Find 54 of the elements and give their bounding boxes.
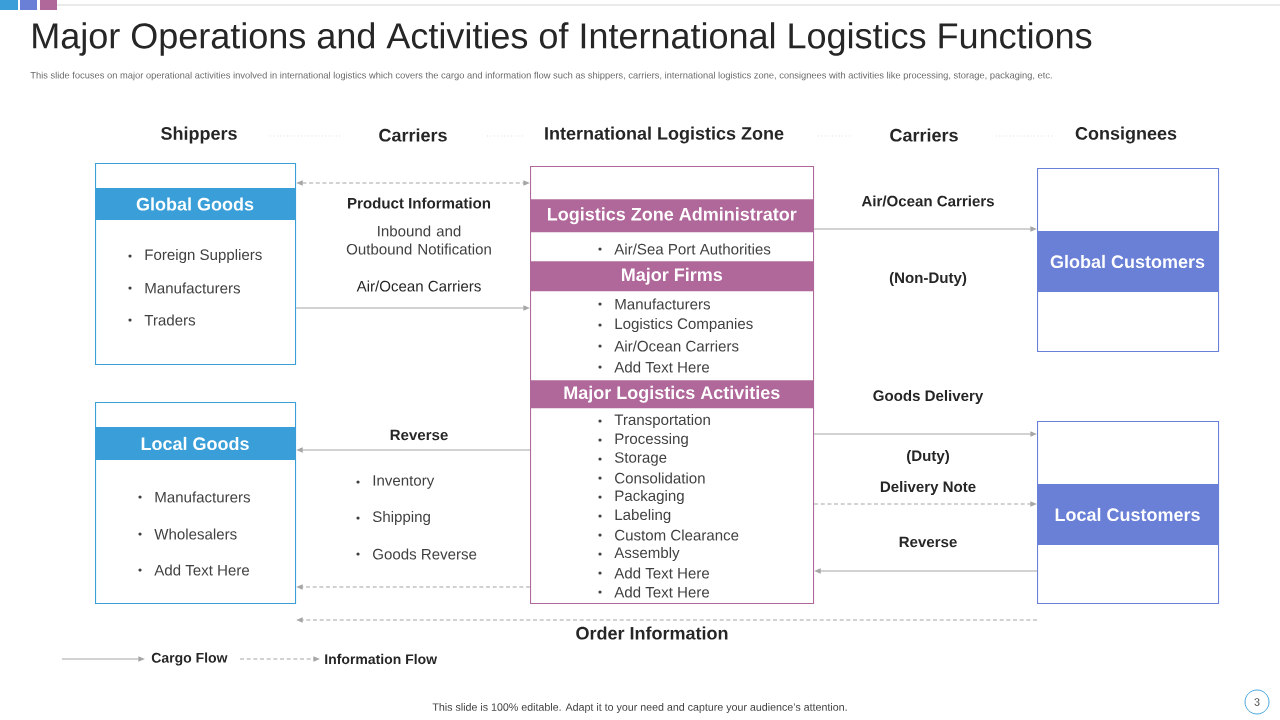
- list-item: Inventory: [356, 475, 435, 489]
- list-item: Transportation: [598, 413, 710, 428]
- page-number: 3: [1244, 689, 1270, 715]
- edge-label: Goods Delivery: [871, 388, 985, 406]
- list-item: Manufacturers: [128, 282, 240, 294]
- section-band: Major Logistics Activities: [530, 380, 814, 409]
- list-item: Packaging: [598, 489, 684, 504]
- slide-title: Major Operations and Activities of International Logistics Functions: [33, 22, 1092, 56]
- panel-box: [530, 166, 815, 605]
- column-heading: International Logistics Zone: [545, 126, 784, 144]
- subtitle: This slide focuses on major operational activities involved in international logistics which covers the cargo and information flow such as shippers, carriers, international logistics zone, consignees with activities like processing, storage, packaging, etc.: [30, 71, 1052, 81]
- list-item: Wholesalers: [138, 528, 237, 540]
- section-band: Logistics Zone Administrator: [530, 199, 814, 233]
- edge-label: Reverse: [897, 535, 959, 549]
- note-text: (Duty): [907, 449, 949, 464]
- column-heading: Carriers: [379, 128, 447, 142]
- legend-item: Information Flow: [239, 653, 438, 665]
- note-text: Inbound and Outbound Notification: [346, 225, 491, 255]
- edge-label: Product Information: [345, 196, 493, 210]
- list-item: Add Text Here: [138, 564, 250, 576]
- list-item: Air/Ocean Carriers: [598, 340, 739, 352]
- column-heading: Shippers: [161, 126, 237, 144]
- edge-label: Delivery Note: [878, 479, 978, 497]
- list-item: Manufacturers: [138, 491, 250, 503]
- header-band: Global Goods: [95, 188, 295, 220]
- list-item: Assembly: [598, 546, 680, 561]
- header-band: Local Customers: [1037, 484, 1218, 545]
- list-item: Foreign Suppliers: [128, 248, 262, 263]
- list-item: Manufacturers: [598, 298, 710, 310]
- list-item: Processing: [598, 432, 688, 447]
- edge-label: Air/Ocean Carriers: [860, 194, 996, 208]
- list-item: Labeling: [598, 508, 671, 523]
- column-heading: Carriers: [890, 128, 958, 142]
- note-text: (Non-Duty): [889, 272, 967, 286]
- edge-label: Air/Ocean Carriers: [355, 279, 483, 293]
- list-item: Add Text Here: [598, 361, 710, 373]
- legend-item: Cargo Flow: [61, 652, 228, 666]
- list-item: Goods Reverse: [356, 548, 477, 560]
- edge-label: Reverse: [388, 428, 450, 442]
- column-heading: Consignees: [1075, 126, 1177, 144]
- list-item: Add Text Here: [598, 586, 710, 598]
- list-item: Consolidation: [598, 472, 705, 484]
- section-band: Major Firms: [530, 261, 814, 292]
- list-item: Custom Clearance: [598, 529, 739, 541]
- list-item: Air/Sea Port Authorities: [598, 243, 771, 255]
- header-band: Local Goods: [95, 427, 295, 460]
- list-item: Storage: [598, 452, 667, 466]
- header-band: Global Customers: [1037, 231, 1218, 292]
- list-item: Logistics Companies: [598, 317, 753, 332]
- footer-note: This slide is 100% editable. Adapt it to your need and capture your audience’s attention.: [432, 703, 847, 713]
- edge-label: Order Information: [574, 625, 730, 641]
- list-item: Add Text Here: [598, 567, 710, 579]
- list-item: Shipping: [356, 510, 430, 525]
- list-item: Traders: [128, 314, 196, 326]
